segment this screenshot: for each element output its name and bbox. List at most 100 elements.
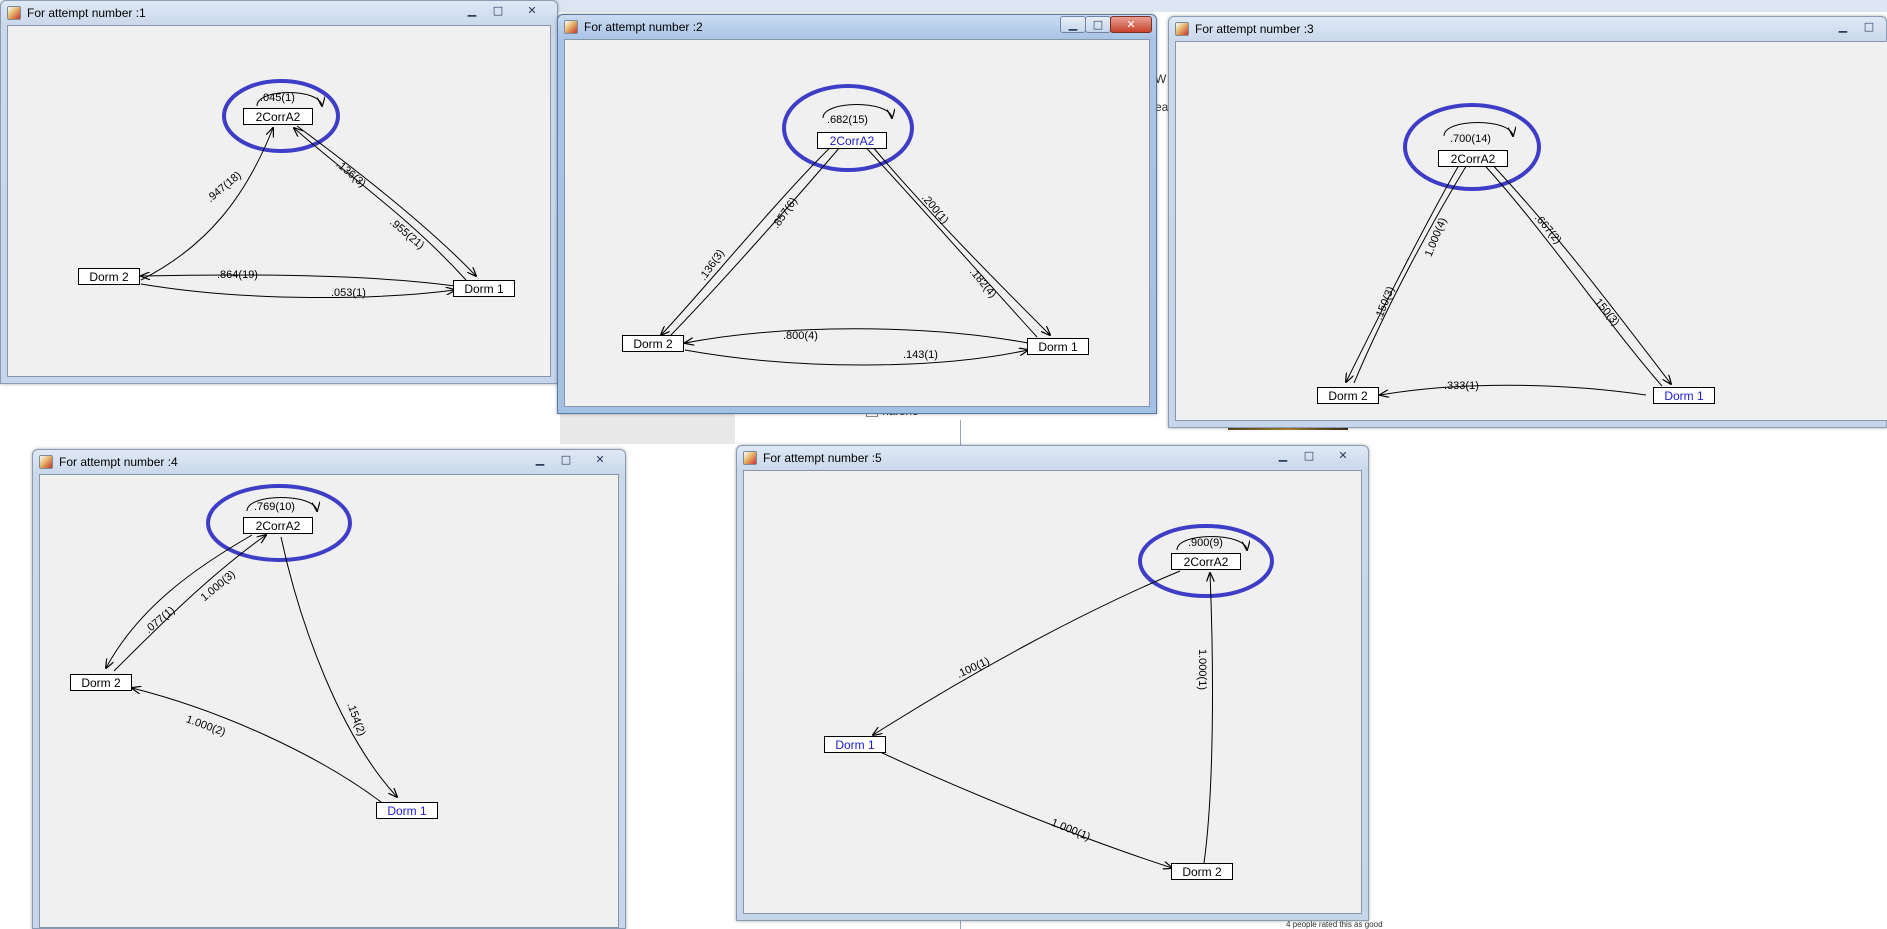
title-bar[interactable]: For attempt number :5 ▁ □ ✕ bbox=[737, 446, 1368, 470]
window-title: For attempt number :5 bbox=[763, 451, 882, 465]
maximize-icon[interactable]: □ bbox=[492, 4, 504, 17]
edge-dorm2-to-dorm1 bbox=[684, 350, 1028, 366]
maximize-icon[interactable]: □ bbox=[1303, 449, 1315, 462]
node-right[interactable]: Dorm 1 bbox=[453, 280, 515, 297]
edge-corr-to-dorm2 bbox=[106, 534, 253, 668]
window-controls: ▁ □ bbox=[1830, 18, 1882, 35]
java-app-icon bbox=[1175, 22, 1189, 36]
edge-dorm1-to-dorm2 bbox=[877, 750, 1172, 868]
maximize-icon[interactable]: □ bbox=[1863, 20, 1875, 33]
close-icon[interactable]: ✕ bbox=[527, 4, 537, 17]
minimize-icon[interactable]: ▁ bbox=[467, 4, 477, 17]
window-controls: ▁ □ ✕ bbox=[459, 2, 553, 19]
graph-canvas: 2CorrA2 Dorm 1 Dorm 2 .900(9) .100(1) 1.… bbox=[743, 470, 1362, 914]
java-app-icon bbox=[743, 451, 757, 465]
graph-edges bbox=[744, 524, 1274, 914]
node-right[interactable]: Dorm 1 bbox=[1027, 338, 1089, 355]
maximize-icon[interactable]: □ bbox=[560, 453, 572, 466]
edge-corr-to-dorm1 bbox=[1485, 157, 1671, 384]
edge-label: .700(14) bbox=[1450, 133, 1491, 145]
edge-dorm2-to-corr bbox=[113, 535, 266, 672]
edge-corr-to-dorm1 bbox=[866, 139, 1050, 335]
java-app-icon bbox=[564, 20, 578, 34]
node-left[interactable]: Dorm 2 bbox=[1317, 387, 1379, 404]
minimize-icon[interactable]: ▁ bbox=[1838, 20, 1848, 33]
self-loop-edge bbox=[1443, 122, 1513, 137]
graph-window-4[interactable]: For attempt number :4 ▁ □ ✕ 2CorrA2 Dorm… bbox=[32, 449, 626, 929]
node-left[interactable]: Dorm 2 bbox=[70, 674, 132, 691]
edge-label: 1.000(1) bbox=[1195, 649, 1208, 690]
edge-label: .769(10) bbox=[254, 501, 295, 513]
node-corr[interactable]: 2CorrA2 bbox=[817, 132, 887, 149]
self-loop-edge bbox=[822, 104, 892, 119]
node-left[interactable]: Dorm 2 bbox=[622, 335, 684, 352]
edge-corr-to-dorm2 bbox=[661, 139, 839, 335]
node-right[interactable]: Dorm 1 bbox=[1653, 387, 1715, 404]
edge-corr-to-dorm1 bbox=[873, 570, 1181, 735]
edge-dorm2-to-dorm1 bbox=[140, 283, 455, 299]
edge-dorm1-to-corr bbox=[294, 128, 467, 281]
highlight-ring bbox=[1403, 103, 1541, 191]
node-corr[interactable]: 2CorrA2 bbox=[1171, 553, 1241, 570]
highlight-ring bbox=[1138, 524, 1274, 598]
edge-label: .053(1) bbox=[331, 287, 366, 299]
node-corr[interactable]: 2CorrA2 bbox=[1438, 150, 1508, 167]
maximize-icon[interactable]: □ bbox=[1085, 16, 1111, 33]
edge-label: .900(9) bbox=[1188, 537, 1223, 549]
node-left[interactable]: Dorm 2 bbox=[78, 268, 140, 285]
edge-dorm2-to-corr bbox=[1203, 573, 1212, 864]
graph-window-2[interactable]: For attempt number :2 ▁ □ ✕ 2CorrA2 Dorm… bbox=[557, 14, 1157, 414]
graph-edges bbox=[565, 84, 1150, 366]
edge-corr-to-dorm1 bbox=[296, 125, 476, 276]
highlight-ring bbox=[206, 484, 352, 562]
edge-dorm2-to-corr bbox=[140, 128, 273, 281]
title-bar[interactable]: For attempt number :4 ▁ □ ✕ bbox=[33, 450, 625, 474]
minimize-icon[interactable]: ▁ bbox=[1278, 449, 1288, 462]
edge-label: .143(1) bbox=[903, 349, 938, 361]
node-left[interactable]: Dorm 1 bbox=[824, 736, 886, 753]
graph-window-3[interactable]: For attempt number :3 ▁ □ 2CorrA2 Dorm 2… bbox=[1168, 16, 1887, 428]
self-loop-edge bbox=[246, 497, 317, 512]
edge-dorm1-to-dorm2 bbox=[141, 275, 456, 287]
edge-dorm1-to-dorm2 bbox=[685, 328, 1029, 343]
minimize-icon[interactable]: ▁ bbox=[535, 453, 545, 466]
background-text: W bbox=[1155, 72, 1167, 86]
node-right[interactable]: Dorm 2 bbox=[1171, 863, 1233, 880]
edge-dorm1-to-dorm2 bbox=[1380, 384, 1647, 395]
edge-corr-to-dorm1 bbox=[280, 536, 397, 797]
highlight-ring bbox=[222, 79, 340, 153]
window-controls: ▁ □ ✕ bbox=[527, 451, 621, 468]
edge-label: .864(19) bbox=[217, 269, 258, 281]
window-controls: ▁ □ ✕ bbox=[1060, 16, 1152, 33]
edge-dorm1-to-dorm2 bbox=[132, 688, 386, 806]
java-app-icon bbox=[39, 455, 53, 469]
title-bar[interactable]: For attempt number :3 ▁ □ bbox=[1169, 17, 1886, 41]
window-title: For attempt number :4 bbox=[59, 455, 178, 469]
background-window-strip bbox=[460, 0, 1887, 12]
window-title: For attempt number :3 bbox=[1195, 22, 1314, 36]
minimize-icon[interactable]: ▁ bbox=[1060, 16, 1086, 33]
background-window-strip bbox=[560, 408, 735, 444]
close-icon[interactable]: ✕ bbox=[1110, 16, 1152, 33]
node-right[interactable]: Dorm 1 bbox=[376, 802, 438, 819]
edge-dorm2-to-corr bbox=[1353, 158, 1471, 384]
edge-dorm2-to-corr bbox=[668, 140, 846, 338]
edge-dorm1-to-corr bbox=[859, 140, 1038, 338]
graph-window-1[interactable]: For attempt number :1 ▁ □ ✕ 2CorrA2 Dorm… bbox=[0, 0, 558, 384]
java-app-icon bbox=[7, 6, 21, 20]
edge-label: .682(15) bbox=[827, 114, 868, 126]
node-corr[interactable]: 2CorrA2 bbox=[243, 517, 313, 534]
graph-edges bbox=[40, 484, 619, 806]
highlight-ring bbox=[782, 84, 914, 172]
graph-canvas: 2CorrA2 Dorm 2 Dorm 1 .769(10) .077(1) 1… bbox=[39, 474, 619, 928]
title-bar[interactable]: For attempt number :1 ▁ □ ✕ bbox=[1, 1, 557, 25]
graph-canvas: 2CorrA2 Dorm 2 Dorm 1 .682(15) .136(3) .… bbox=[564, 39, 1150, 407]
graph-window-5[interactable]: For attempt number :5 ▁ □ ✕ 2CorrA2 Dorm… bbox=[736, 445, 1369, 921]
close-icon[interactable]: ✕ bbox=[595, 453, 605, 466]
title-bar[interactable]: For attempt number :2 ▁ □ ✕ bbox=[558, 15, 1156, 39]
node-corr[interactable]: 2CorrA2 bbox=[243, 108, 313, 125]
edge-label: .045(1) bbox=[260, 92, 295, 104]
graph-canvas: 2CorrA2 Dorm 2 Dorm 1 .045(1) .947(18) .… bbox=[7, 25, 551, 377]
close-icon[interactable]: ✕ bbox=[1338, 449, 1348, 462]
graph-canvas: 2CorrA2 Dorm 2 Dorm 1 .700(14) .150(3) 1… bbox=[1175, 41, 1887, 421]
